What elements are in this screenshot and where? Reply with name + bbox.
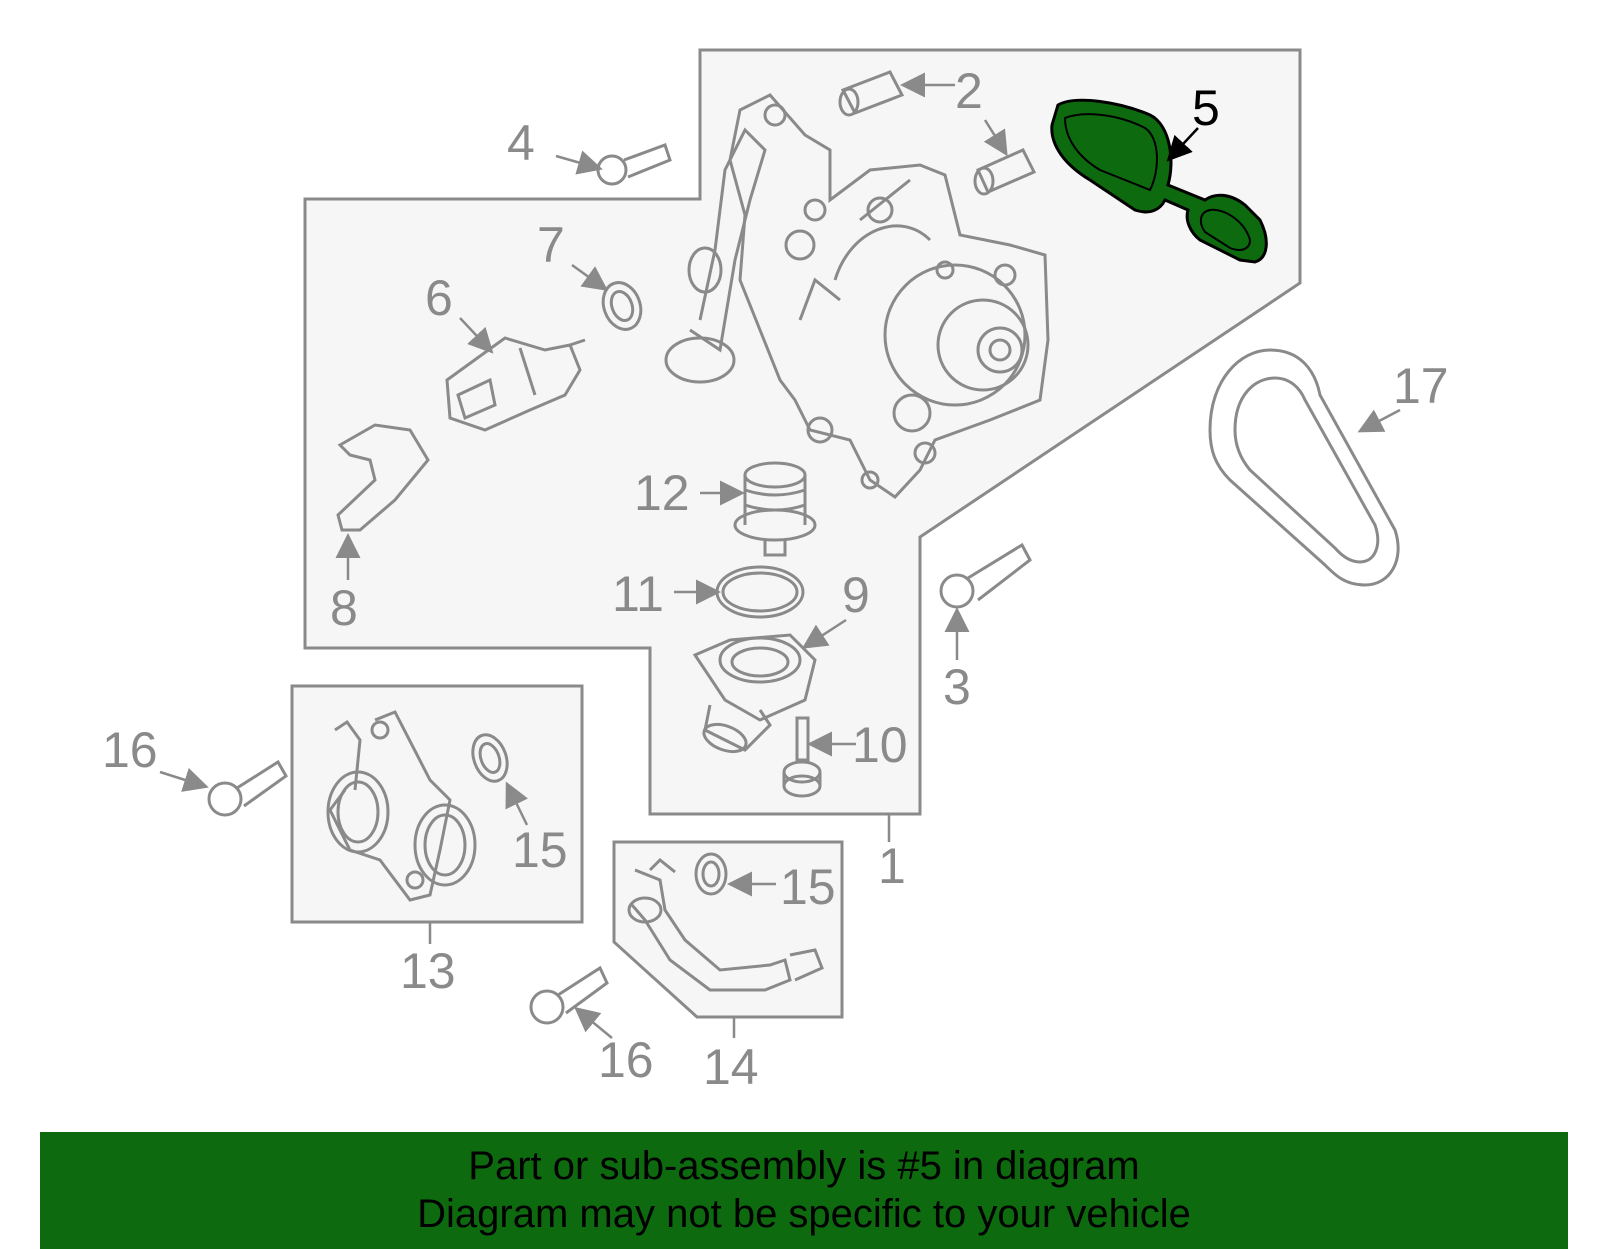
o-ring-15b <box>694 852 728 896</box>
callout-1: 1 <box>878 838 906 894</box>
banner-line-1: Part or sub-assembly is #5 in diagram <box>468 1144 1140 1188</box>
coolant-pipe-14 <box>627 857 824 992</box>
callout-4: 4 <box>507 115 535 171</box>
callout-2: 2 <box>955 63 983 119</box>
callout-7: 7 <box>537 217 565 273</box>
alignment-sleeve-2b <box>973 148 1037 196</box>
leader-5 <box>1166 127 1199 162</box>
leader-7 <box>571 263 609 291</box>
temperature-sensor-6 <box>445 336 586 432</box>
coolant-flange-9 <box>692 633 817 754</box>
leader-2b <box>983 119 1008 157</box>
callout-12: 12 <box>634 465 690 521</box>
info-banner: Part or sub-assembly is #5 in diagram Di… <box>40 1132 1568 1249</box>
callout-15b: 15 <box>780 859 836 915</box>
bolt-16a <box>207 759 288 817</box>
leader-15a <box>505 781 529 826</box>
callout-13: 13 <box>400 943 456 999</box>
banner-line-2: Diagram may not be specific to your vehi… <box>417 1192 1191 1236</box>
parts-diagram: 2 4 5 7 6 8 12 11 9 10 3 17 1 16 15 15 1… <box>102 48 1449 1095</box>
bracket-8 <box>336 423 430 532</box>
callout-14: 14 <box>703 1039 759 1095</box>
callout-6: 6 <box>425 270 453 326</box>
leader-6 <box>459 317 494 354</box>
leader-9 <box>801 618 847 649</box>
callout-16b: 16 <box>598 1032 654 1088</box>
leader-17 <box>1357 408 1401 433</box>
bolt-3 <box>939 542 1032 609</box>
callout-15a: 15 <box>512 822 568 878</box>
thermostat-12 <box>733 461 817 557</box>
o-ring-7 <box>601 281 643 331</box>
callout-17: 17 <box>1393 358 1449 414</box>
callout-5: 5 <box>1192 80 1220 136</box>
assembly-1-outline <box>303 48 1302 816</box>
callout-16a: 16 <box>102 722 158 778</box>
callout-10: 10 <box>852 717 908 773</box>
coolant-outlet-13 <box>326 710 477 902</box>
leader-16a <box>159 768 209 792</box>
bolt-4 <box>596 143 672 186</box>
o-ring-15a <box>471 733 509 783</box>
callout-3: 3 <box>943 659 971 715</box>
callout-8: 8 <box>330 580 358 636</box>
leader-4 <box>555 150 603 175</box>
callout-11: 11 <box>612 566 664 622</box>
water-pump-housing <box>664 93 1050 499</box>
callout-9: 9 <box>842 567 870 623</box>
bolt-16b <box>529 965 609 1025</box>
assembly-14-outline <box>612 840 844 1019</box>
timing-belt-17 <box>1208 348 1400 587</box>
gasket-5-highlighted[interactable] <box>1050 98 1268 264</box>
bolt-10 <box>782 716 822 798</box>
leader-16b <box>574 1006 613 1039</box>
